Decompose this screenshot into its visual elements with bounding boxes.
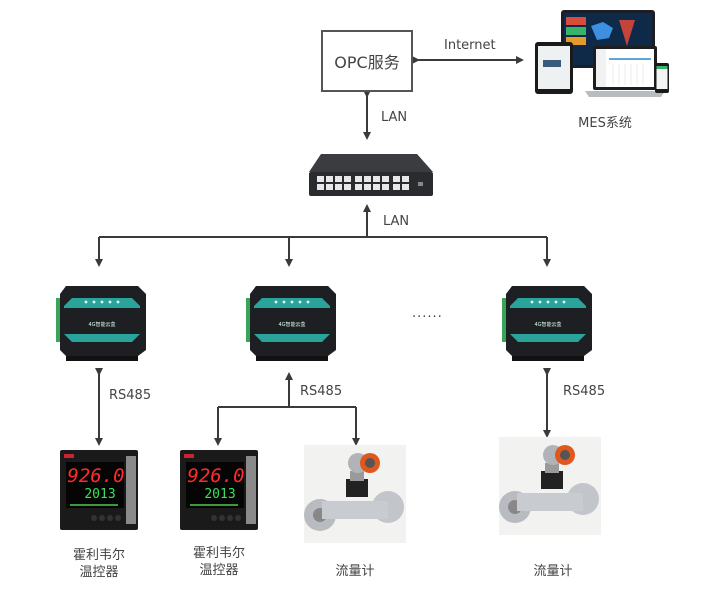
gateway-2: 4G智能云盒: [246, 286, 336, 361]
more-gateways-ellipsis: ......: [412, 306, 443, 321]
power-port: [418, 182, 423, 186]
temperature-controller-2: 926.0 2013: [180, 450, 258, 530]
opc-server-node: OPC服务: [321, 30, 413, 92]
gateway-3-label: 4G智能云盒: [534, 321, 561, 328]
gateway-2-label: 4G智能云盒: [278, 321, 305, 328]
gateway-1-label: 4G智能云盒: [88, 321, 115, 328]
edge-label-internet: Internet: [444, 38, 496, 53]
mes-devices-illustration: [535, 10, 669, 97]
tc1-pv-display: 926.0: [67, 465, 124, 487]
gateway-1: 4G智能云盒: [56, 286, 146, 361]
switch-ports: [317, 176, 409, 190]
tc2-label-line2: 温控器: [199, 563, 239, 578]
tc2-sv-display: 2013: [204, 487, 235, 502]
edge-label-rs485-3: RS485: [563, 384, 606, 399]
edge-label-rs485-1: RS485: [109, 388, 152, 403]
terminal-block: [246, 298, 250, 342]
tc1-label-line2: 温控器: [79, 565, 119, 580]
tc2-pv-display: 926.0: [187, 465, 244, 487]
tc1-label: 霍利韦尔 温控器: [54, 547, 144, 581]
edge-label-rs485-2: RS485: [300, 384, 343, 399]
flow-meter-1: [304, 445, 406, 543]
edge-label-lan-top: LAN: [381, 110, 408, 125]
edge-label-lan-bus: LAN: [383, 214, 410, 229]
gateway-3: 4G智能云盒: [502, 286, 592, 361]
fm1-label: 流量计: [335, 564, 375, 579]
flow-meter-2: [499, 437, 601, 535]
network-switch: [309, 154, 433, 196]
tc1-label-line1: 霍利韦尔: [72, 548, 125, 563]
fm2-label: 流量计: [533, 564, 573, 579]
opc-server-label: OPC服务: [334, 53, 400, 72]
temperature-controller-1: 926.0 2013: [60, 450, 138, 530]
tc1-sv-display: 2013: [84, 487, 115, 502]
tc2-label-line1: 霍利韦尔: [192, 546, 245, 561]
tc2-label: 霍利韦尔 温控器: [174, 545, 264, 579]
mes-label: MES系统: [578, 116, 632, 131]
terminal-block: [502, 298, 506, 342]
terminal-block: [56, 298, 60, 342]
